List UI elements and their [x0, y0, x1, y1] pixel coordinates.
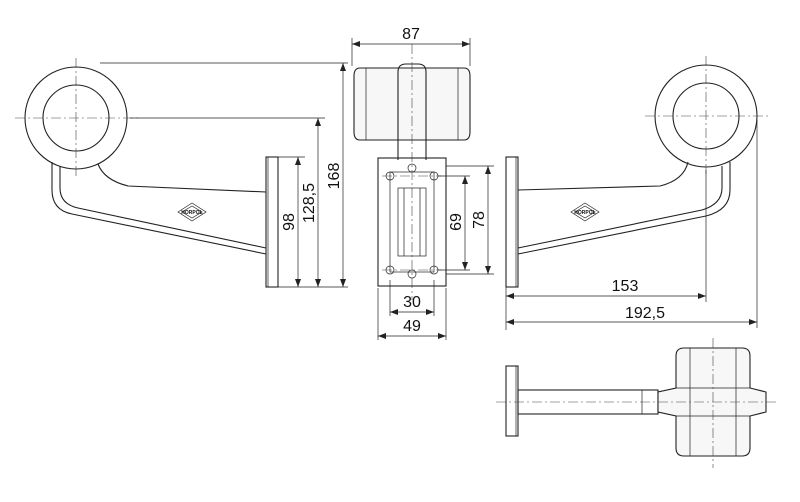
top-view — [496, 338, 776, 468]
left-dimensions: 98 128,5 168 — [100, 62, 348, 288]
dim-128-5: 128,5 — [301, 183, 318, 223]
right-side-view: HORPOL — [505, 56, 770, 288]
right-dimensions: 153 192,5 — [505, 120, 758, 330]
dim-78: 78 — [471, 211, 488, 229]
mounting-holes — [382, 163, 442, 279]
front-dimensions: 87 69 78 30 49 — [351, 26, 494, 340]
logo-right: HORPOL — [570, 202, 600, 222]
left-side-view: HORPOL — [15, 58, 279, 288]
dim-98: 98 — [281, 213, 298, 231]
dim-192-5: 192,5 — [625, 305, 665, 322]
dim-49: 49 — [403, 318, 421, 335]
dim-87: 87 — [402, 26, 420, 43]
logo-left-text: HORPOL — [181, 210, 202, 216]
dim-69: 69 — [448, 213, 465, 231]
dim-168: 168 — [326, 163, 343, 190]
dim-153: 153 — [612, 278, 639, 295]
logo-right-text: HORPOL — [574, 210, 595, 216]
dim-30: 30 — [403, 294, 421, 311]
front-view — [353, 44, 471, 300]
logo-left: HORPOL — [177, 202, 207, 222]
